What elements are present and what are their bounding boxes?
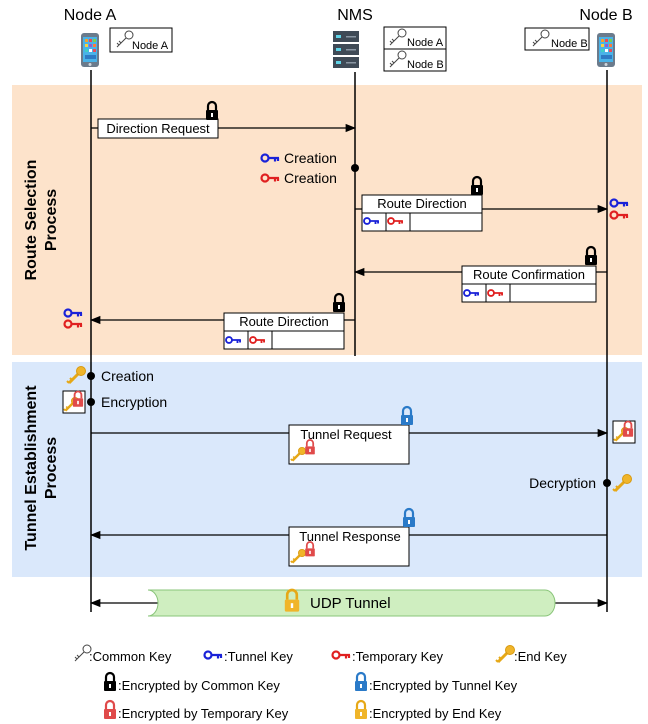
legend-end-lock-icon — [353, 699, 369, 721]
nms-title: NMS — [337, 7, 373, 24]
legend: :Common Key :Tunnel Key :Temporary Key :… — [74, 644, 567, 721]
legend-tunnel-key-icon — [203, 650, 224, 660]
route-confirmation-message: Route Confirmation — [353, 245, 607, 303]
svg-text::Temporary Key: :Temporary Key — [352, 649, 444, 664]
svg-text:Route Confirmation: Route Confirmation — [473, 267, 585, 282]
node-a-phone-icon — [81, 33, 99, 67]
a-creation: Creation — [101, 368, 154, 384]
svg-text:Node A: Node A — [132, 40, 169, 52]
route-direction-to-a-message: Route Direction — [89, 292, 355, 350]
node-b-title: Node B — [579, 7, 632, 24]
tunnel-response-message: Tunnel Response — [89, 507, 607, 567]
svg-text::Encrypted by Temporary Key: :Encrypted by Temporary Key — [118, 706, 289, 721]
route-selection-label: Route Selection — [23, 160, 40, 281]
node-b-common-key-tag: Node B — [524, 27, 590, 51]
svg-text:UDP Tunnel: UDP Tunnel — [310, 595, 391, 612]
svg-text:Node B: Node B — [407, 59, 444, 71]
a-encryption: Encryption — [101, 394, 167, 410]
tunnel-establishment-label: Tunnel Establishment — [23, 385, 40, 551]
udp-tunnel: UDP Tunnel — [89, 588, 609, 617]
nms-creation-1: Creation — [284, 150, 337, 166]
route-direction-to-b-message: Route Direction — [355, 175, 609, 232]
svg-text:Route Direction: Route Direction — [377, 196, 467, 211]
node-b-phone-icon — [597, 33, 615, 67]
svg-text:Tunnel Request: Tunnel Request — [300, 427, 392, 442]
b-decryption: Decryption — [529, 475, 596, 491]
route-selection-label-2: Process — [43, 189, 60, 251]
svg-text:Route Direction: Route Direction — [239, 314, 329, 329]
legend-temporary-lock-icon — [102, 699, 118, 721]
tunnel-establishment-label-2: Process — [43, 437, 60, 499]
svg-text::Encrypted by Common Key: :Encrypted by Common Key — [118, 678, 280, 693]
svg-text::Tunnel Key: :Tunnel Key — [224, 649, 293, 664]
svg-text:Direction Request: Direction Request — [106, 121, 210, 136]
direction-request-message: Direction Request — [91, 100, 357, 139]
nms-common-key-tag-b: Node B — [383, 48, 447, 72]
svg-text:Tunnel Response: Tunnel Response — [299, 529, 400, 544]
legend-temporary-key-icon — [331, 650, 352, 660]
node-b-encrypted-icon — [613, 421, 635, 443]
svg-text:Node B: Node B — [551, 38, 588, 50]
svg-text::Encrypted by Tunnel Key: :Encrypted by Tunnel Key — [369, 678, 518, 693]
svg-text::Common Key: :Common Key — [89, 649, 172, 664]
b-decryption-dot — [603, 479, 611, 487]
svg-text::End Key: :End Key — [514, 649, 567, 664]
a-creation-dot — [87, 372, 95, 380]
node-a-title: Node A — [64, 7, 117, 24]
nms-server-icon — [333, 31, 359, 68]
a-encryption-icon — [63, 391, 85, 413]
node-a-common-key-tag: Node A — [109, 27, 173, 53]
nms-creation-dot — [351, 164, 359, 172]
tunnel-request-message: Tunnel Request — [91, 405, 609, 465]
legend-end-key-icon — [494, 644, 516, 664]
nms-creation-2: Creation — [284, 170, 337, 186]
legend-tunnel-lock-icon — [353, 671, 369, 693]
legend-common-lock-icon — [102, 671, 118, 693]
nms-common-key-tag-a: Node A — [383, 26, 447, 50]
a-encryption-dot — [87, 398, 95, 406]
svg-text:Node A: Node A — [407, 37, 444, 49]
svg-text::Encrypted by End Key: :Encrypted by End Key — [369, 706, 502, 721]
